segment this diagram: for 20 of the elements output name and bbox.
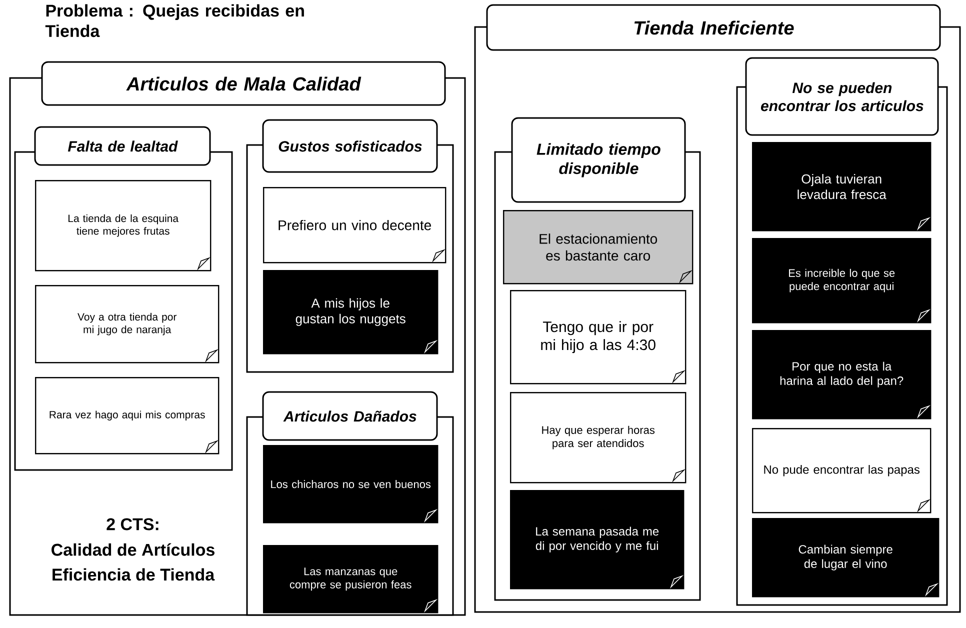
sticky-note: Voy a otra tienda por mi jugo de naranja [35,285,220,364]
sticky-note: La semana pasada me di por vencido y me fui [510,490,684,590]
summary-text: Eficiencia de Tienda [52,568,215,581]
sticky-note: El estacionamiento es bastante caro [503,210,694,284]
summary-text: Calidad de Artículos [52,543,214,556]
sticky-note: A mis hijos le gustan los nuggets [263,270,438,354]
title: Problema : Quejas recibidas en Tienda [45,4,304,38]
sticky-note: Rara vez hago aqui mis compras [35,377,220,454]
sticky-note: Cambian siempre de lugar el vino [752,518,940,598]
sticky-note: Es increible lo que se puede encontrar aqui [752,238,932,324]
sticky-note: Las manzanas que compre se pusieron feas [263,545,438,614]
sticky-note: Los chicharos no se ven buenos [263,445,438,524]
sticky-note: Por que no esta la harina al lado del pan? [752,330,932,420]
sticky-note: Ojala tuvieran levadura fresca [752,142,932,232]
sticky-note: Tengo que ir por mi hijo a las 4:30 [510,290,686,384]
sticky-note: No pude encontrar las papas [752,428,932,514]
sticky-note: Prefiero un vino decente [263,187,446,264]
sticky-note: Hay que esperar horas para ser atendidos [510,392,686,484]
sticky-note: La tienda de la esquina tiene mejores frutas [35,180,212,272]
summary-text: 2 CTS: [106,518,158,530]
